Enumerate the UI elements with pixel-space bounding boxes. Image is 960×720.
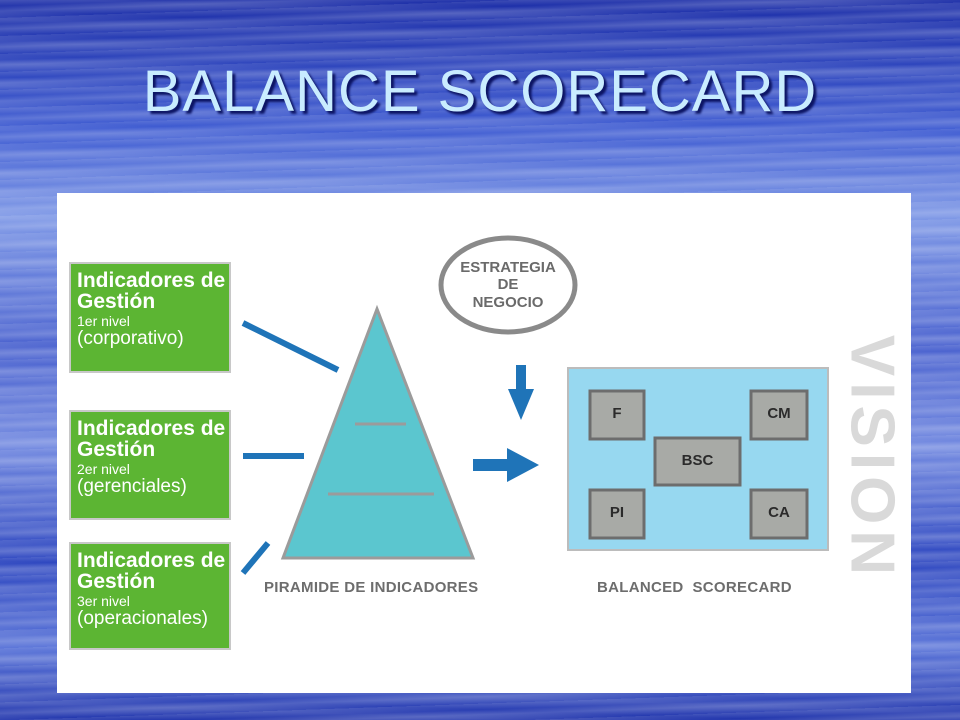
indicator-box-3 <box>69 542 231 650</box>
cell-pi <box>588 488 646 540</box>
cell-ca-label: CA <box>768 504 790 521</box>
indicator-box-2 <box>69 410 231 520</box>
strategy-line-1: ESTRATEGIA <box>460 259 556 276</box>
indicator-box-2-level: 2er nivel <box>77 461 130 477</box>
down-arrow-icon <box>508 365 534 420</box>
indicator-box-3-heading-2: Gestión <box>77 570 156 593</box>
strategy-ellipse <box>438 235 578 335</box>
indicator-box-3-heading-1: Indicadores de <box>77 549 226 572</box>
indicator-box-1-heading-1: Indicadores de <box>77 269 226 292</box>
indicator-box-2-scope: (gerenciales) <box>77 476 187 497</box>
connector-line-3 <box>240 541 271 575</box>
vision-text: VISION <box>837 334 907 582</box>
indicator-box-2-text: Indicadores de Gestión 2er nivel (gerenc… <box>77 418 225 496</box>
indicator-box-3-scope: (operacionales) <box>77 608 208 629</box>
indicator-box-1-heading-2: Gestión <box>77 290 156 313</box>
cell-ca <box>749 488 809 540</box>
indicator-box-3-level: 3er nivel <box>77 593 130 609</box>
indicator-box-1-scope: (corporativo) <box>77 328 184 349</box>
pyramid-caption: PIRAMIDE DE INDICADORES <box>264 579 479 596</box>
cell-f-label: F <box>612 405 622 422</box>
right-arrow-icon <box>473 448 539 482</box>
cell-cm <box>749 389 809 441</box>
cell-pi-label: PI <box>609 504 625 521</box>
scorecard-caption: BALANCED SCORECARD <box>597 579 792 596</box>
cell-cm-label: CM <box>767 405 791 422</box>
diagram-canvas <box>69 235 829 650</box>
indicator-box-1-level: 1er nivel <box>77 313 130 329</box>
indicator-box-3-text: Indicadores de Gestión 3er nivel (operac… <box>77 550 225 628</box>
strategy-line-2: DE <box>497 276 519 294</box>
indicator-box-2-heading-2: Gestión <box>77 438 156 461</box>
diagram-panel: Indicadores de Gestión 1er nivel (corpor… <box>57 193 911 693</box>
cell-bsc-label: BSC <box>681 452 714 469</box>
vision-label: VISION <box>838 303 907 613</box>
strategy-line-3: NEGOCIO <box>472 293 544 311</box>
indicator-box-2-heading-1: Indicadores de <box>77 417 226 440</box>
strategy-text: ESTRATEGIA DE NEGOCIO <box>447 259 569 311</box>
indicator-pyramid <box>280 304 476 560</box>
slide-title: BALANCE SCORECARD <box>142 59 818 124</box>
indicator-box-1-text: Indicadores de Gestión 1er nivel (corpor… <box>77 270 225 348</box>
indicator-box-1 <box>69 262 231 373</box>
cell-f <box>588 389 646 441</box>
cell-bsc <box>653 436 742 487</box>
connector-line-1 <box>241 320 340 373</box>
